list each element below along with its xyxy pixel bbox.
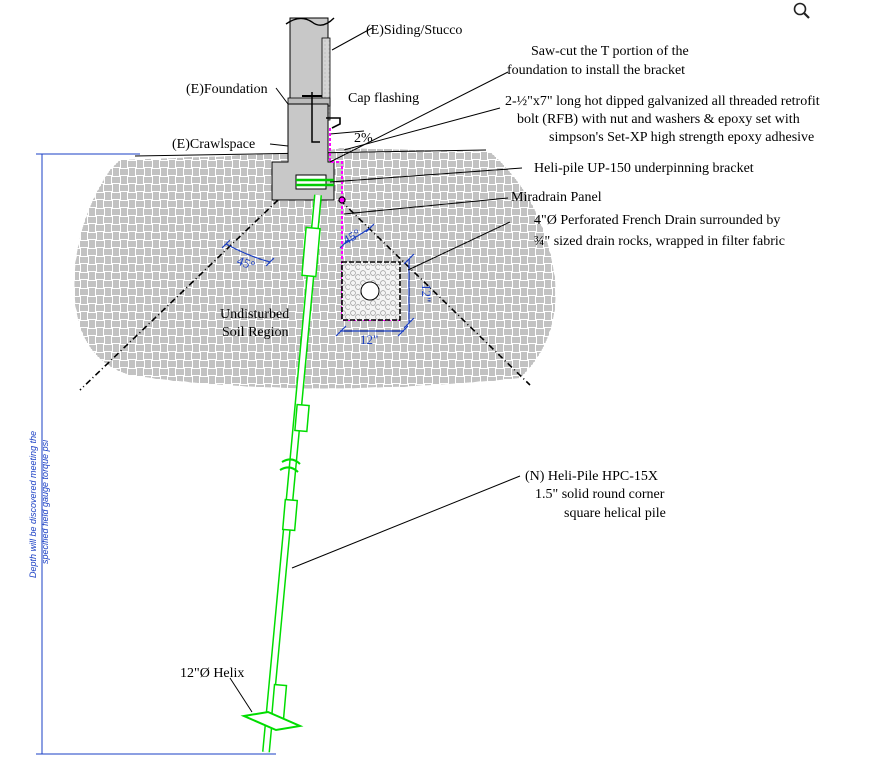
siding-label: (E)Siding/Stucco — [366, 23, 462, 38]
leader-lines — [229, 27, 523, 713]
angle-left-label: 45° — [235, 253, 257, 273]
miradrain-panel — [329, 128, 400, 321]
bracket-label: Heli-pile UP-150 underpinning bracket — [534, 161, 754, 176]
wall-break — [285, 17, 335, 26]
saw-cut-label-line2: foundation to install the bracket — [507, 63, 685, 78]
french-drain-label-line2: ¾" sized drain rocks, wrapped in filter … — [534, 234, 785, 249]
depth-dimension — [36, 153, 276, 755]
anchor-bolt — [311, 92, 320, 143]
french-drain-pipe — [360, 281, 380, 301]
drain-rock-trench — [341, 261, 401, 321]
saw-cut-label-line1: Saw-cut the T portion of the — [531, 44, 689, 59]
cap-flashing-label: Cap flashing — [348, 91, 419, 106]
helix-plate — [240, 710, 304, 732]
bolt-label-line2: bolt (RFB) with nut and washers & epoxy … — [517, 112, 800, 127]
angle-dimension-left — [221, 239, 275, 267]
helix-label: 12"Ø Helix — [180, 666, 244, 681]
slope-label: 2% — [354, 131, 373, 146]
depth-note-line2: specified field gauge torque psi — [40, 439, 50, 564]
pile-label-line3: square helical pile — [564, 506, 666, 521]
soil-label-line2: Soil Region — [222, 325, 289, 340]
miradrain-label: Miradrain Panel — [511, 190, 602, 205]
depth-note-line1: Depth will be discovered meeting the — [28, 431, 38, 578]
trench-height-label: 12" — [419, 284, 434, 302]
french-drain-label-line1: 4"Ø Perforated French Drain surrounded b… — [534, 213, 780, 228]
miradrain-marker — [338, 196, 346, 204]
trench-width-label: 12" — [360, 332, 378, 347]
trench-width-dimension — [335, 325, 409, 337]
helical-pile — [262, 194, 322, 753]
foundation-label: (E)Foundation — [186, 82, 268, 97]
bolt-label-line3: simpson's Set-XP high strength epoxy adh… — [549, 130, 814, 145]
crawlspace-label: (E)Crawlspace — [172, 137, 255, 152]
underpinning-bracket — [295, 174, 327, 190]
influence-line-right — [339, 199, 531, 386]
angle-dimension-right — [339, 223, 375, 249]
bolt-label-line1: 2-½"x7" long hot dipped galvanized all t… — [505, 94, 820, 109]
flashing-slope-line — [329, 130, 365, 135]
magnifier-icon[interactable] — [790, 0, 812, 22]
pile-label-line1: (N) Heli-Pile HPC-15X — [525, 469, 658, 484]
soil-label-line1: Undisturbed — [220, 307, 289, 322]
cap-flashing — [326, 117, 341, 129]
pile-label-line2: 1.5" solid round corner — [535, 487, 665, 502]
